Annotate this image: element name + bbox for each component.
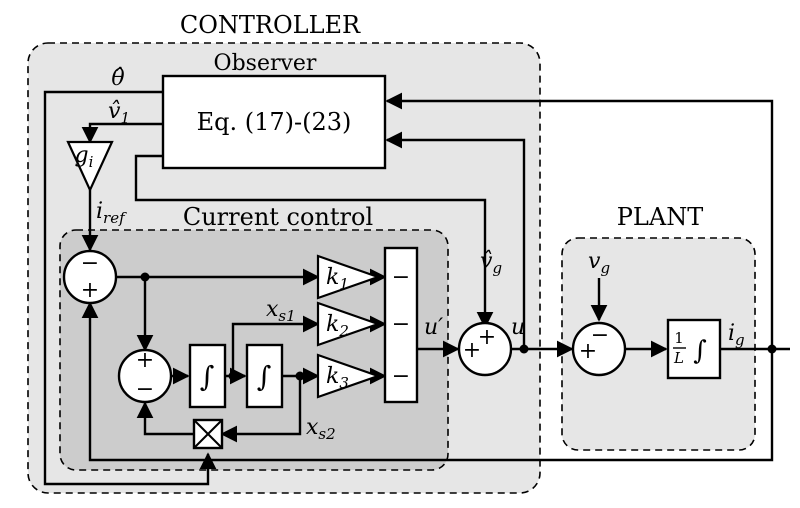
i-ref-label: iref <box>96 199 127 227</box>
theta-hat-label: θ̂ <box>111 66 124 91</box>
ig-label: ig <box>728 321 745 349</box>
sum1-minus-sign: − <box>81 251 99 276</box>
multiplier-block <box>192 418 224 450</box>
v1-hat-label: v̂1 <box>108 99 130 127</box>
mux-minus-3: − <box>392 364 410 389</box>
gain-k3-triangle <box>316 353 382 399</box>
mux-minus-2: − <box>392 312 410 337</box>
u-label: u <box>511 315 525 340</box>
vg-hat-label: v̂g <box>480 249 502 277</box>
plant-sum-minus: − <box>591 323 609 348</box>
junction-dots <box>140 272 777 381</box>
plant-frac-num: 1 <box>674 329 684 347</box>
observer-equation: Eq. (17)-(23) <box>197 108 352 136</box>
plant-sum-plus: + <box>579 339 597 364</box>
mux-bar <box>383 246 419 404</box>
plant-integrator-block <box>666 318 722 380</box>
gain-k2-label: k2 <box>326 312 349 340</box>
xs1-label: xs1 <box>266 297 296 325</box>
sum2-minus-sign: − <box>136 377 154 402</box>
sumu-plus-top: + <box>478 325 496 350</box>
sumu-plus-left: + <box>463 338 481 363</box>
plant-sum-junction <box>571 321 627 377</box>
gain-k2-triangle <box>316 301 382 347</box>
u-prime-label: u′ <box>424 315 443 340</box>
gain-k3-label: k3 <box>326 364 349 392</box>
controller-label: CONTROLLER <box>180 11 361 39</box>
integrator-1 <box>188 343 227 409</box>
mux-minus-1: − <box>392 265 410 290</box>
observer-label: Observer <box>214 51 317 76</box>
vg-label: vg <box>588 249 610 277</box>
integrator-2 <box>245 343 284 409</box>
integrator-1-symbol: ∫ <box>200 360 215 393</box>
integrator-2-symbol: ∫ <box>257 360 272 393</box>
sum-junction-u <box>457 321 513 377</box>
sum2-plus-sign: + <box>136 348 154 373</box>
xs2-label: xs2 <box>306 415 336 443</box>
plant-frac-den: L <box>673 349 684 367</box>
observer-block <box>161 74 387 170</box>
plant-label: PLANT <box>617 203 703 231</box>
current-control-label: Current control <box>183 203 373 231</box>
gain-gi-triangle <box>66 140 114 193</box>
sum-junction-2 <box>117 348 173 404</box>
gain-k1-label: k1 <box>326 265 349 293</box>
gain-k1-triangle <box>316 254 382 300</box>
plant-integral-symbol: ∫ <box>693 336 707 366</box>
wires <box>43 90 790 486</box>
gain-gi-label: gi <box>75 143 94 171</box>
sum1-plus-sign: + <box>81 278 99 303</box>
sum-junction-1 <box>62 249 118 305</box>
